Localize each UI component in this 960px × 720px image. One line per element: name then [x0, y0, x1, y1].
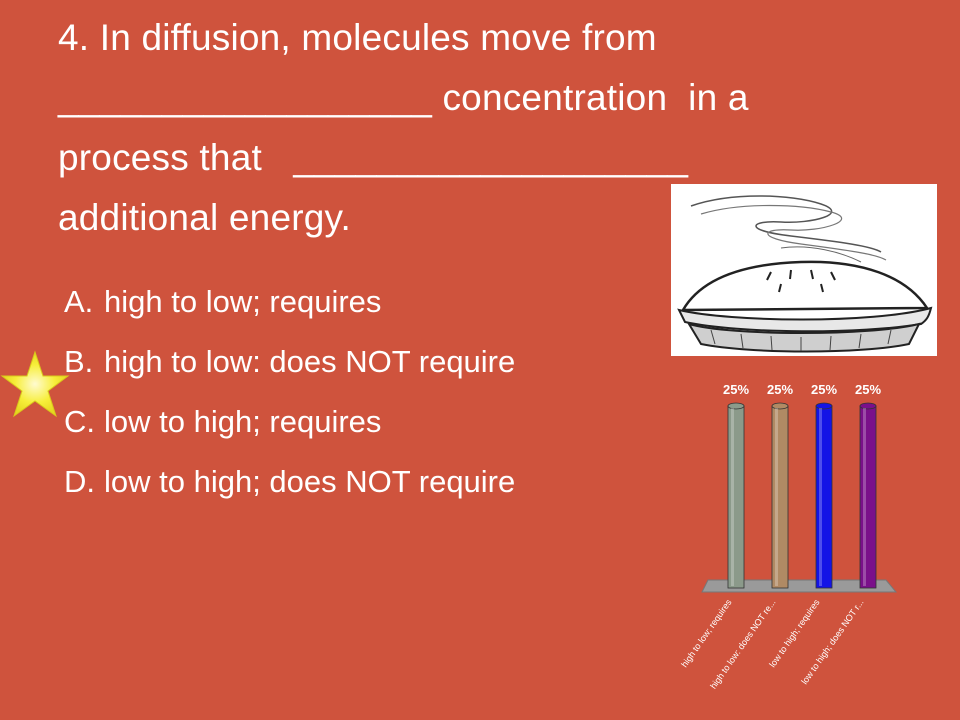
- question-line: 4. In diffusion, molecules move from: [58, 17, 657, 58]
- answer-letter: A.: [64, 284, 94, 319]
- answer-text: high to low; requires: [104, 284, 382, 319]
- answer-text: low to high; requires: [104, 404, 382, 439]
- star-icon: [0, 350, 70, 418]
- pie-illustration: [671, 184, 937, 356]
- answer-letter: C.: [64, 404, 95, 439]
- answer-letter: D.: [64, 464, 95, 499]
- answer-option-d[interactable]: D. low to high; does NOT require: [64, 458, 524, 506]
- chart-data-label: 25%: [767, 382, 793, 397]
- question-line: additional energy.: [58, 197, 351, 238]
- chart-data-label: 25%: [811, 382, 837, 397]
- chart-bar: [727, 402, 745, 589]
- answer-letter: B.: [64, 344, 94, 379]
- chart-bar: [859, 402, 877, 589]
- chart-bar: [815, 402, 833, 589]
- chart-data-label: 25%: [723, 382, 749, 397]
- question-line: process that ___________________: [58, 137, 689, 178]
- answer-option-a[interactable]: A. high to low; requires: [64, 278, 524, 326]
- answer-text: high to low: does NOT require: [104, 344, 516, 379]
- chart-data-label: 25%: [855, 382, 881, 397]
- question-line: __________________ concentration in a: [58, 77, 749, 118]
- answer-text: low to high; does NOT require: [104, 464, 516, 499]
- answer-option-b[interactable]: B. high to low: does NOT require: [64, 338, 524, 386]
- question-text: 4. In diffusion, molecules move from ___…: [58, 8, 918, 248]
- chart-bar: [771, 402, 789, 589]
- answer-option-c[interactable]: C. low to high; requires: [64, 398, 524, 446]
- answer-list: A. high to low; requires B. high to low:…: [64, 278, 524, 518]
